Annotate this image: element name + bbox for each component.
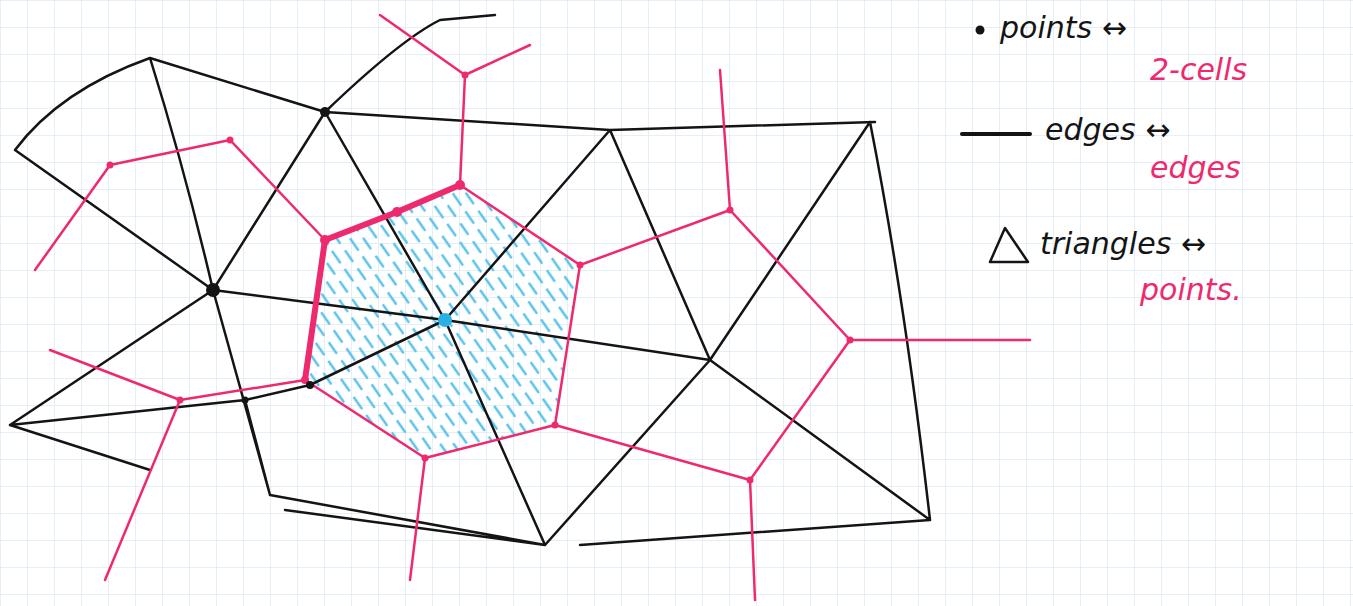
dual-vertices bbox=[107, 72, 854, 484]
dual-edges bbox=[35, 15, 1030, 600]
point-symbol bbox=[976, 26, 985, 35]
edge-symbol bbox=[962, 132, 1030, 136]
triangulation-vertices bbox=[206, 107, 330, 404]
dual-path-highlight bbox=[305, 185, 460, 380]
triangle-symbol bbox=[990, 228, 1028, 262]
legend-text: points. bbox=[1140, 272, 1242, 308]
legend-text: points ↔ bbox=[1000, 10, 1127, 46]
dual-cell-hatch bbox=[305, 185, 580, 458]
triangulation-edges bbox=[10, 15, 930, 545]
legend-text: 2-cells bbox=[1150, 52, 1247, 88]
legend-text: edges ↔ bbox=[1045, 112, 1170, 148]
legend-text: triangles ↔ bbox=[1040, 226, 1206, 262]
legend-text: edges bbox=[1150, 150, 1241, 186]
center-vertex bbox=[438, 313, 452, 327]
